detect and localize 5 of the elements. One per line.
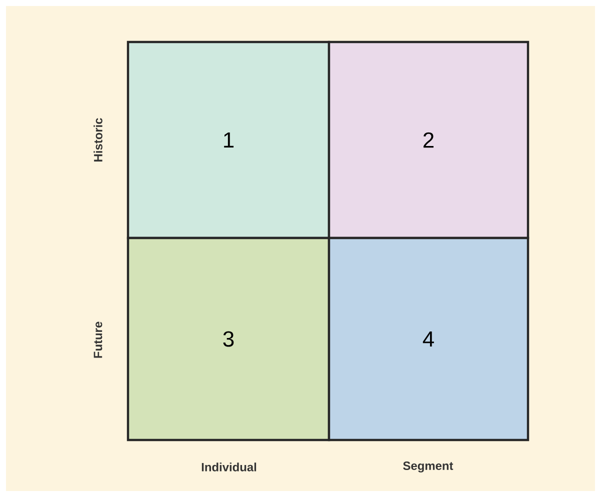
quadrant-cell: 2 [328,40,530,240]
quadrant-cell: 4 [328,236,530,442]
quadrant-cell: 3 [126,236,330,442]
axis-label: Individual [202,462,256,472]
quadrant-cell: 1 [126,40,330,240]
